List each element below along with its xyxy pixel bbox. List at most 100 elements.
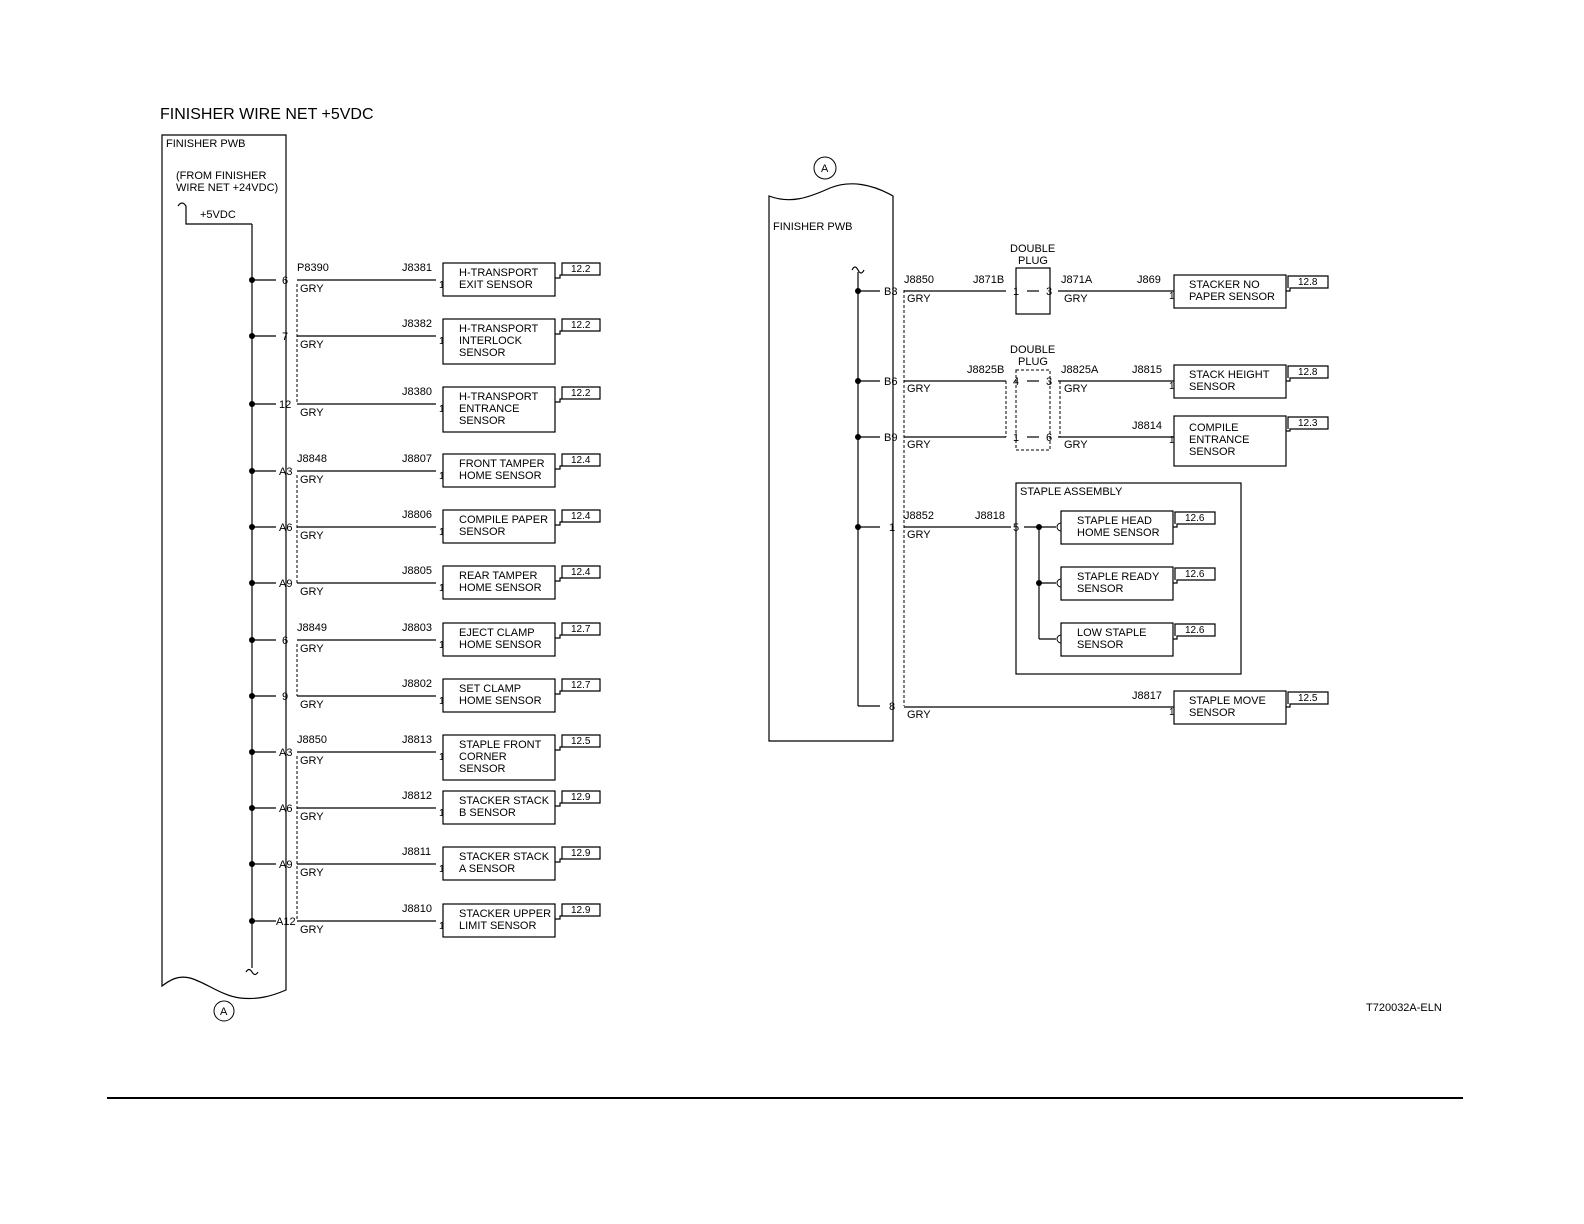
ref-label: 12.9: [571, 905, 591, 916]
ref-label: 12.4: [571, 511, 591, 522]
sensor-staple-head-home-line-2: HOME SENSOR: [1077, 527, 1160, 539]
plug-j8825a: J8825A: [1061, 364, 1099, 376]
sensor-box-low-staple: [1060, 622, 1174, 657]
jack-pin: 1: [439, 583, 445, 594]
left-connector-a: [213, 1000, 235, 1022]
sensor-box: [442, 262, 556, 297]
sensor-name: B SENSOR: [459, 807, 516, 819]
staple-assembly-box: [1015, 482, 1242, 675]
jack-pin: 1: [439, 640, 445, 651]
footer-rule: [107, 1097, 1463, 1099]
double-plug-1-line-1: DOUBLE: [1010, 243, 1055, 255]
pin-label: A12: [276, 916, 296, 928]
ref-low-staple: 12.6: [1185, 625, 1205, 636]
sensor-name: STAPLE FRONT: [459, 739, 542, 751]
sensor-name: STACKER STACK: [459, 795, 550, 807]
plug-j8825b: J8825B: [967, 364, 1004, 376]
plug-j8850: J8850: [904, 274, 934, 286]
ref-tab-stack-height: [1286, 365, 1329, 382]
ref-tab: [555, 509, 601, 526]
sensor-box: [442, 509, 556, 544]
sensor-box: [442, 678, 556, 713]
wire-color-p8: GRY: [907, 709, 931, 721]
sensor-name: REAR TAMPER: [459, 570, 537, 582]
pin-label: 7: [282, 331, 288, 343]
ref-tab: [555, 734, 601, 751]
right-pwb-outline: [768, 183, 894, 742]
sensor-low-staple-line-1: LOW STAPLE: [1077, 627, 1146, 639]
pin-label: 6: [282, 635, 288, 647]
pin-b6: B6: [884, 376, 897, 388]
sensor-name: SENSOR: [459, 526, 506, 538]
sensor-name: H-TRANSPORT: [459, 267, 539, 279]
jack-pin: 1: [439, 527, 445, 538]
ref-label: 12.7: [571, 624, 591, 635]
jack-pin: 1: [439, 808, 445, 819]
wire-color: GRY: [300, 755, 324, 767]
jack-label: J8382: [402, 318, 432, 330]
jack-pin: 1: [439, 280, 445, 291]
wire-color: GRY: [300, 474, 324, 486]
sensor-name: EJECT CLAMP: [459, 627, 535, 639]
ref-tab: [555, 453, 601, 470]
pin-b9: B9: [884, 432, 897, 444]
sensor-name: STACKER STACK: [459, 851, 550, 863]
jack-pin: 1: [439, 471, 445, 482]
ref-tab: [555, 262, 601, 279]
sensor-box: [442, 846, 556, 881]
dp1-pin-left: 1: [1013, 286, 1019, 298]
wire-color-b6: GRY: [907, 383, 931, 395]
sensor-stack-height-line-1: STACK HEIGHT: [1189, 369, 1270, 381]
ref-tab-staple-head-home: [1173, 511, 1216, 528]
double-plug-2-line-2: PLUG: [1018, 356, 1048, 368]
sensor-box-compile-entrance: [1173, 415, 1287, 467]
plug-label: J8849: [297, 622, 327, 634]
staple-dot-1: [1036, 524, 1042, 530]
ref-label: 12.2: [571, 320, 591, 331]
pin-label: A9: [279, 859, 292, 871]
figure-code: T720032A-ELN: [1366, 1002, 1442, 1014]
dp2-pin-4: 4: [1013, 376, 1019, 388]
ref-stack-height: 12.8: [1298, 367, 1318, 378]
plug-label: J8848: [297, 453, 327, 465]
jack-label: J8802: [402, 678, 432, 690]
pin-label: 6: [282, 275, 288, 287]
plug-j8817: J8817: [1132, 690, 1162, 702]
sensor-name: HOME SENSOR: [459, 695, 542, 707]
plug-j871b: J871B: [973, 274, 1004, 286]
left-panel: FINISHER PWB (FROM FINISHER WIRE NET +24…: [161, 134, 601, 1022]
jack-label: J8380: [402, 386, 432, 398]
jack-pin: 1: [439, 752, 445, 763]
wire-color: GRY: [300, 867, 324, 879]
right-pwb-label: FINISHER PWB: [773, 221, 852, 233]
jack-label: J8806: [402, 509, 432, 521]
sensor-box: [442, 790, 556, 825]
staple-pin-5: 5: [1013, 522, 1019, 534]
right-connector-a-label: A: [821, 163, 829, 175]
wire-color: GRY: [300, 339, 324, 351]
pin-label: A6: [279, 803, 292, 815]
ref-tab-stacker-no-paper: [1286, 275, 1329, 292]
sensor-box-staple-head-home: [1060, 510, 1174, 545]
sensor-name: H-TRANSPORT: [459, 391, 539, 403]
sensor-staple-ready-line-2: SENSOR: [1077, 583, 1124, 595]
ref-tab: [555, 318, 601, 335]
plug-j869: J869: [1137, 274, 1161, 286]
ref-tab-low-staple: [1173, 623, 1216, 640]
sensor-name: A SENSOR: [459, 863, 515, 875]
sensor-name: HOME SENSOR: [459, 470, 542, 482]
ref-label: 12.2: [571, 388, 591, 399]
sensor-box: [442, 565, 556, 600]
wire-color: GRY: [300, 699, 324, 711]
jack-label: J8807: [402, 453, 432, 465]
dp2-pin-6: 6: [1046, 432, 1052, 444]
ref-label: 12.2: [571, 264, 591, 275]
sensor-name: SENSOR: [459, 415, 506, 427]
jack-pin: 1: [439, 696, 445, 707]
plug-j8814: J8814: [1132, 420, 1162, 432]
j8814-pin: 1: [1169, 435, 1175, 446]
sensor-name: LIMIT SENSOR: [459, 920, 536, 932]
j8815-pin: 1: [1169, 381, 1175, 392]
pin-label: A3: [279, 747, 292, 759]
